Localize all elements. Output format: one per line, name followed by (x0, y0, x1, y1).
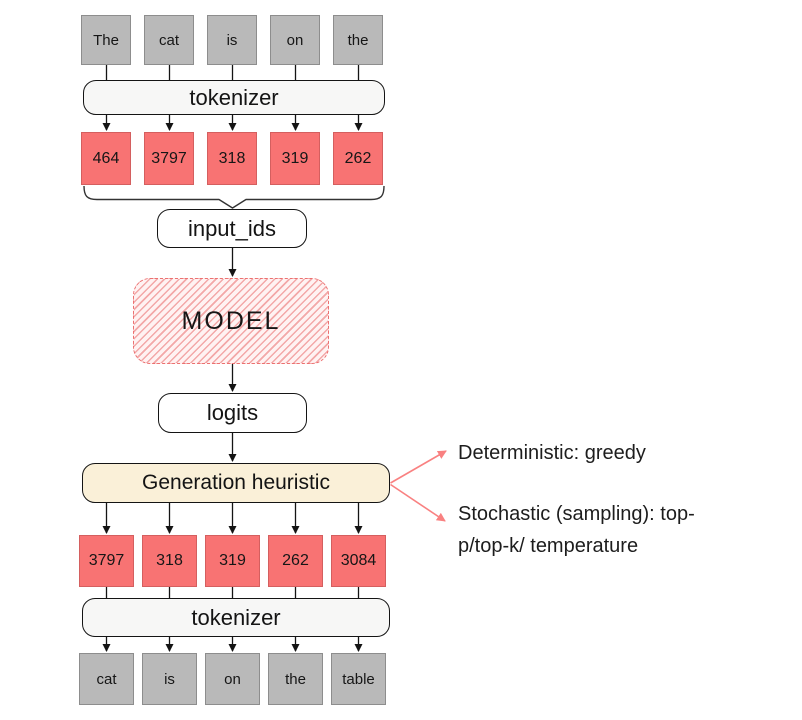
input-ids-box: input_ids (157, 209, 307, 248)
stochastic-annotation: Stochastic (sampling): top-p/top-k/ temp… (458, 503, 695, 557)
tokenizer-bottom-box: tokenizer (82, 598, 390, 637)
input-word-box: on (270, 15, 320, 65)
input-token-id-box: 319 (270, 132, 320, 185)
tokenizer-to-input-ids-arrows (102, 115, 363, 131)
output-word-box: the (268, 653, 323, 705)
input-word-box: the (333, 15, 383, 65)
output-token-id-box: 319 (205, 535, 260, 587)
heuristic-to-output-ids-arrows (102, 503, 363, 534)
output-token-id-box: 318 (142, 535, 197, 587)
input-word-box: is (207, 15, 257, 65)
input-word-box: cat (144, 15, 194, 65)
output-word-box: cat (79, 653, 134, 705)
output-token-id-box: 3084 (331, 535, 386, 587)
ids-group-brace (83, 185, 385, 209)
output-ids-to-tokenizer-lines (105, 587, 360, 598)
tokenizer-top-box: tokenizer (83, 80, 385, 115)
input-words-to-tokenizer-lines (105, 65, 360, 80)
tokenizer-to-output-words-arrows (102, 637, 363, 652)
deterministic-annotation-arrow (390, 450, 447, 484)
deterministic-annotation: Deterministic: greedy (458, 442, 646, 464)
output-token-id-box: 3797 (79, 535, 134, 587)
model-box: MODEL (133, 278, 329, 364)
input-token-id-box: 464 (81, 132, 131, 185)
model-label: MODEL (181, 306, 281, 335)
output-word-box: table (331, 653, 386, 705)
logits-box: logits (158, 393, 307, 433)
generation-heuristic-box: Generation heuristic (82, 463, 390, 503)
input-word-box: The (81, 15, 131, 65)
input-token-id-box: 3797 (144, 132, 194, 185)
output-token-id-box: 262 (268, 535, 323, 587)
stochastic-annotation-arrow (390, 483, 446, 522)
input-token-id-box: 318 (207, 132, 257, 185)
output-word-box: on (205, 653, 260, 705)
input-token-id-box: 262 (333, 132, 383, 185)
output-word-box: is (142, 653, 197, 705)
